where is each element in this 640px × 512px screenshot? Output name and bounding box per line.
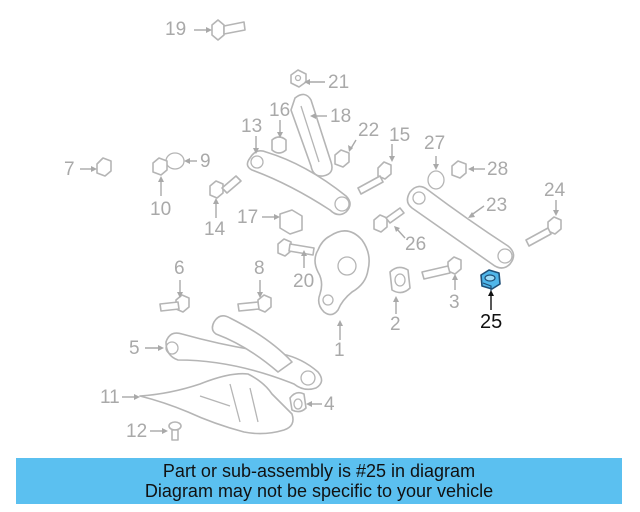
nut-10-icon: [152, 157, 168, 176]
clip-12-icon: [168, 421, 182, 441]
link-arm-18-icon: [290, 93, 333, 177]
callout-14: 14: [204, 219, 226, 240]
callout-15: 15: [389, 125, 411, 146]
bushing-4-icon: [289, 391, 307, 413]
callout-19: 19: [165, 19, 187, 40]
nut-25-icon: [480, 269, 501, 291]
nut-22-icon: [334, 149, 350, 168]
bracket-17-icon: [279, 209, 303, 235]
bolt-8-icon: [237, 294, 272, 313]
callout-12: 12: [126, 421, 148, 442]
bolt-14-icon: [209, 175, 242, 199]
callout-3: 3: [449, 292, 460, 313]
callout-25[interactable]: 25: [480, 311, 503, 333]
callout-27: 27: [424, 133, 446, 154]
nut-21-icon: [290, 69, 307, 88]
callout-4: 4: [324, 394, 335, 415]
link-arm-23-icon: [406, 185, 515, 269]
bolt-26-icon: [373, 207, 405, 233]
bolt-3-icon: [421, 256, 462, 280]
callout-6: 6: [174, 258, 185, 279]
leader-arrows: [80, 27, 559, 434]
callout-17: 17: [237, 207, 259, 228]
callout-18: 18: [330, 106, 352, 127]
callout-10: 10: [150, 199, 172, 220]
bolt-19-icon: [211, 19, 246, 41]
bolt-24-icon: [525, 216, 562, 247]
shield-11-icon: [139, 372, 294, 435]
callout-11: 11: [100, 387, 120, 408]
callout-20: 20: [293, 271, 315, 292]
callout-22: 22: [358, 120, 380, 141]
knuckle-1-icon: [314, 230, 370, 316]
callout-1: 1: [334, 340, 345, 361]
control-arm-13-icon: [246, 150, 351, 216]
bushing-16-icon: [271, 136, 287, 154]
callout-7: 7: [64, 159, 75, 180]
callout-23: 23: [486, 195, 508, 216]
callout-26: 26: [405, 234, 427, 255]
callout-8: 8: [254, 258, 265, 279]
callout-21: 21: [328, 72, 350, 93]
callout-9: 9: [200, 151, 211, 172]
ring-27-icon: [427, 170, 445, 190]
bolt-20-icon: [277, 238, 315, 257]
nut-28-icon: [451, 160, 467, 179]
callout-24: 24: [544, 180, 566, 201]
banner-line-part: Part or sub-assembly is #25 in diagram: [162, 461, 476, 481]
nut-7-icon: [96, 157, 112, 177]
control-arm-5-icon: [165, 314, 323, 391]
bushing-2-icon: [389, 266, 411, 294]
ring-9-icon: [165, 152, 185, 170]
callout-16: 16: [269, 100, 291, 121]
callout-2: 2: [390, 314, 401, 335]
info-banner: Part or sub-assembly is #25 in diagram D…: [16, 458, 622, 504]
callout-5: 5: [129, 338, 140, 359]
callout-13: 13: [241, 116, 263, 137]
bolt-15-icon: [357, 161, 392, 195]
bolt-6-icon: [159, 294, 190, 313]
callout-28: 28: [487, 159, 509, 180]
banner-line-disclaimer: Diagram may not be specific to your vehi…: [144, 481, 494, 501]
